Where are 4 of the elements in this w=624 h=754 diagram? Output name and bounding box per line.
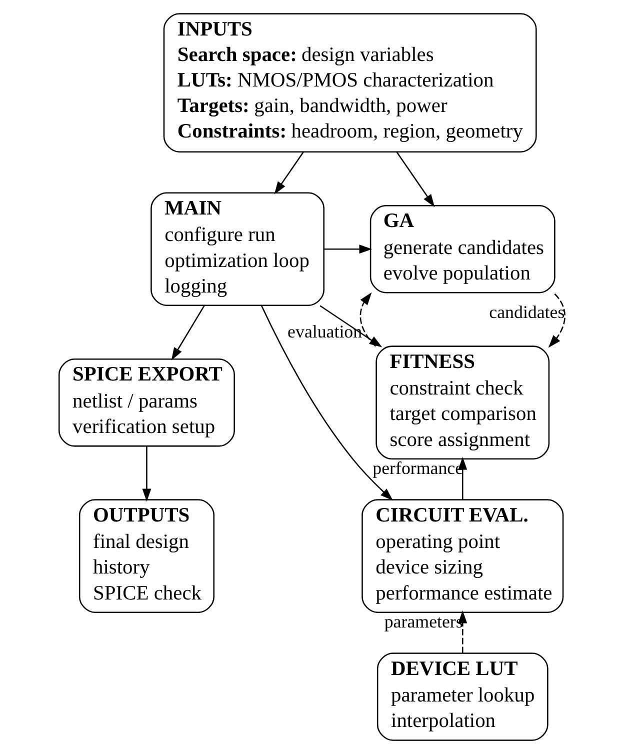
edge-label: performance bbox=[372, 458, 464, 478]
edge-label: parameters bbox=[384, 612, 463, 632]
edge-label: candidates bbox=[489, 302, 565, 322]
edge-label: evaluation bbox=[288, 321, 362, 342]
